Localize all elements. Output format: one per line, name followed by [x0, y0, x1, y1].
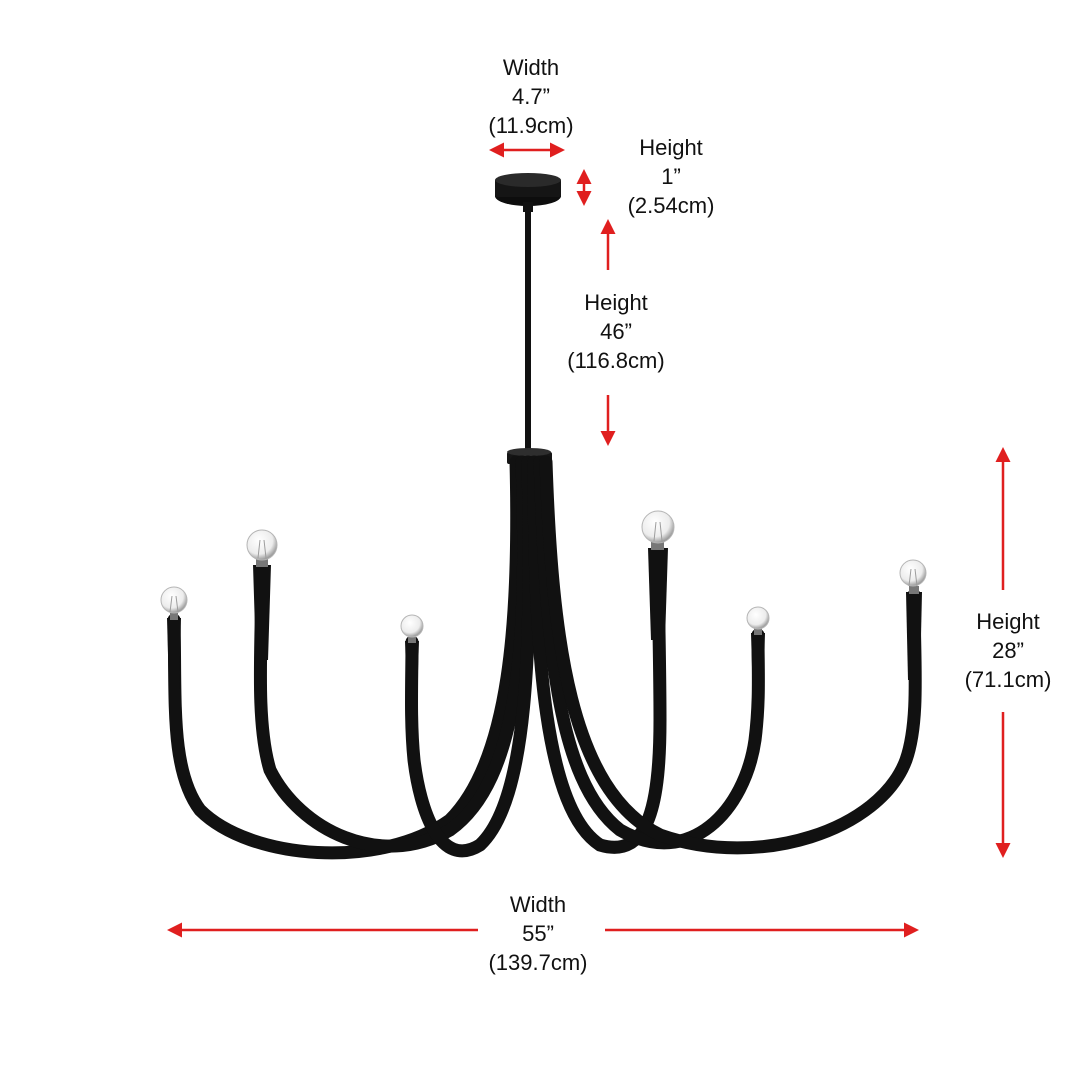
- rod-height-label: Height 46” (116.8cm): [567, 288, 664, 375]
- canopy-width-label: Width 4.7” (11.9cm): [488, 53, 573, 140]
- canopy-width-imperial: 4.7”: [512, 84, 550, 109]
- light-far-left: [160, 586, 188, 690]
- canopy-width-title: Width: [502, 55, 560, 80]
- light-inner-right: [641, 510, 675, 640]
- fixture-width-label: Width 55” (139.7cm): [488, 890, 587, 977]
- bulb: [746, 606, 770, 630]
- fixture-width-title: Width: [509, 892, 567, 917]
- rod-height-metric: (116.8cm): [567, 348, 665, 373]
- canopy-height-label: Height 1” (2.54cm): [628, 133, 715, 220]
- fixture-height-label: Height 28” (71.1cm): [965, 607, 1052, 694]
- bulb: [899, 559, 927, 587]
- light-far-right: [899, 559, 927, 680]
- fixture-height-imperial: 28”: [992, 638, 1024, 663]
- canopy-height-imperial: 1”: [661, 164, 681, 189]
- arm-inner-left: [405, 455, 536, 858]
- fixture-height-title: Height: [976, 609, 1040, 634]
- light-mid-left: [246, 529, 278, 660]
- light-mid-right: [746, 606, 770, 700]
- arm-inner-right: [527, 455, 667, 854]
- rod-height-imperial: 46”: [600, 319, 632, 344]
- canopy-height-title: Height: [639, 135, 703, 160]
- fixture-width-metric: (139.7cm): [488, 950, 588, 975]
- fixture-height-metric: (71.1cm): [964, 667, 1052, 692]
- ceiling-canopy: [495, 173, 561, 212]
- down-rod: [525, 210, 531, 455]
- bulb: [641, 510, 675, 544]
- light-inner-left: [400, 614, 424, 700]
- arm-mid-left: [253, 455, 531, 853]
- dimension-arrows: [167, 142, 1011, 938]
- arm-far-right: [539, 455, 922, 855]
- chandelier: [160, 173, 927, 860]
- bulb: [160, 586, 188, 614]
- arms: [167, 455, 922, 860]
- arm-far-left: [167, 455, 524, 860]
- rod-height-title: Height: [584, 290, 648, 315]
- fixture-width-imperial: 55”: [522, 921, 554, 946]
- canopy-width-metric: (11.9cm): [488, 113, 574, 138]
- bulb: [400, 614, 424, 638]
- canopy-height-metric: (2.54cm): [627, 193, 715, 218]
- bulb: [246, 529, 278, 561]
